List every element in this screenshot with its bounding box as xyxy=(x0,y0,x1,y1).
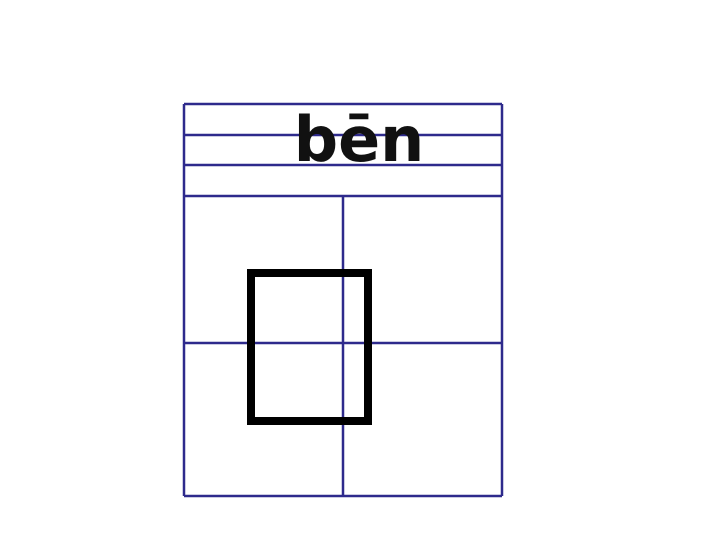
missing-glyph-box-icon xyxy=(247,269,372,425)
tianzige-grid xyxy=(184,196,502,496)
pinyin-text: bēn xyxy=(294,103,425,176)
